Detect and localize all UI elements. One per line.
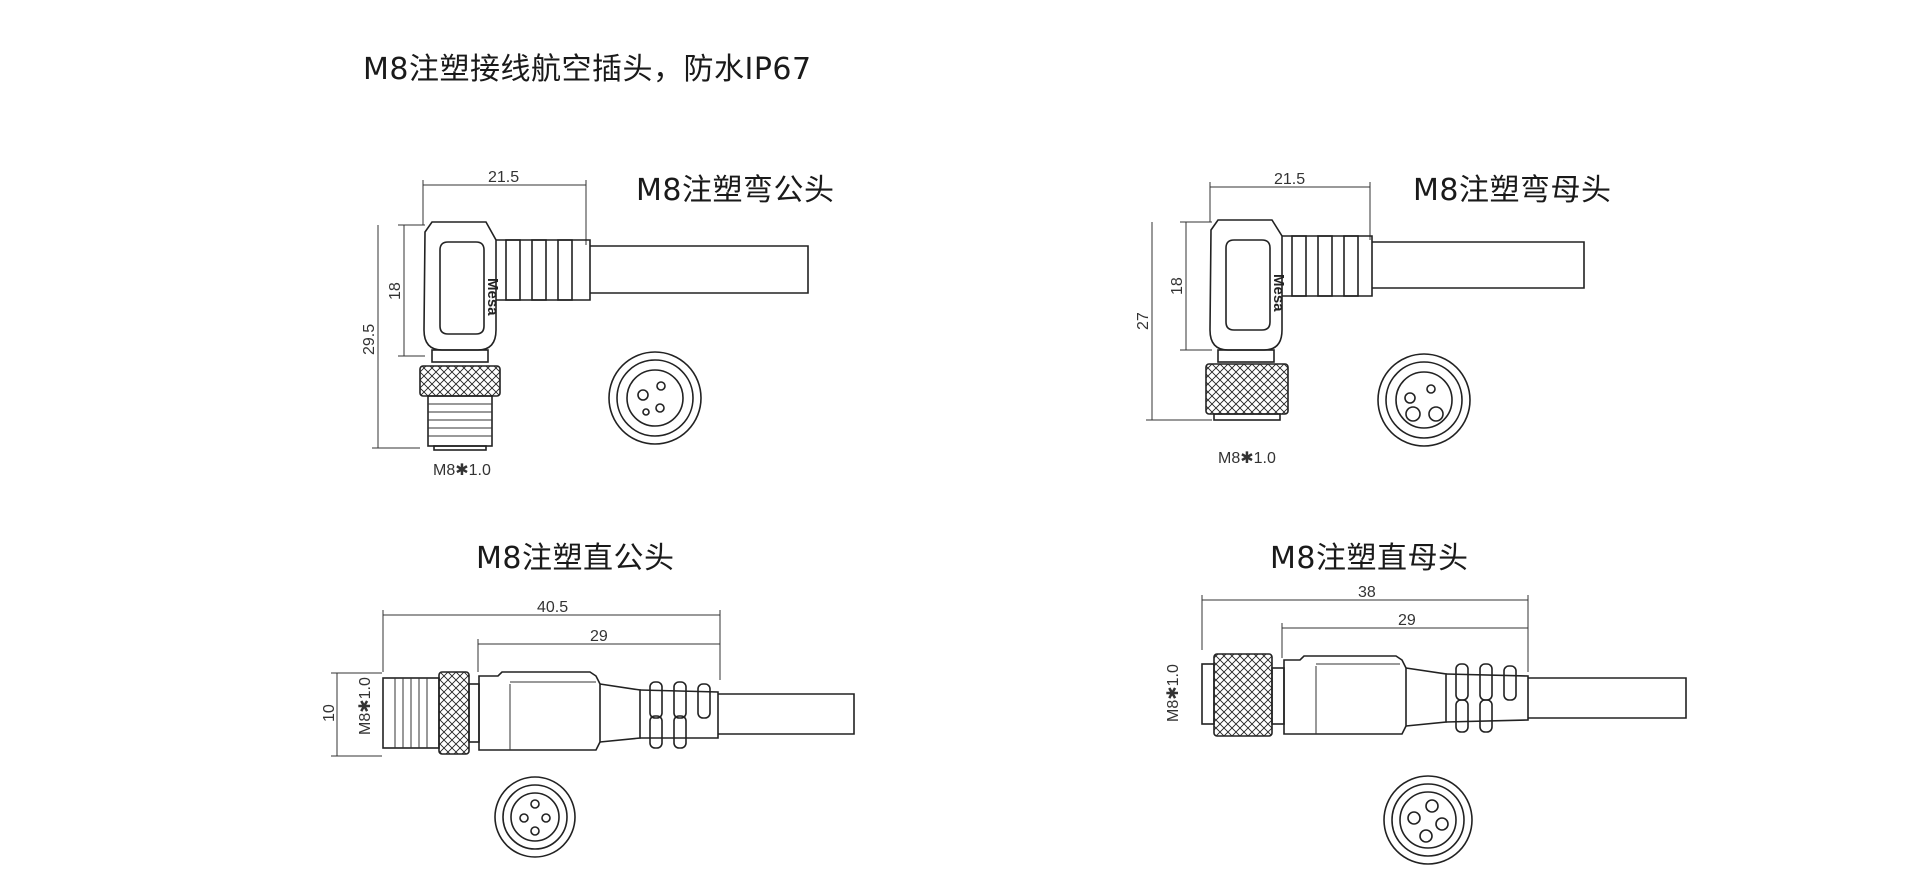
straight-female-drawing: 38 29 M8✱1.0 <box>1165 584 1687 865</box>
straight-male-dim-diameter: 10 <box>321 704 338 722</box>
elbow-female-dim-total: 27 <box>1135 312 1152 330</box>
elbow-male-thread: M8✱1.0 <box>433 462 491 479</box>
straight-male-dim-body: 29 <box>590 628 608 645</box>
elbow-female-thread: M8✱1.0 <box>1218 450 1276 467</box>
elbow-female-logo: Mesa <box>1270 274 1287 312</box>
straight-female-dim-total: 38 <box>1358 584 1376 601</box>
straight-female-dim-body: 29 <box>1398 612 1416 629</box>
straight-male-title: M8注塑直公头 <box>476 541 675 576</box>
elbow-female-dim-width: 21.5 <box>1274 171 1305 188</box>
straight-male-drawing: 40.5 29 10 M8✱1.0 <box>321 599 855 858</box>
elbow-female-drawing: 21.5 18 27 Mesa M8✱1.0 <box>1135 171 1585 467</box>
straight-male-thread: M8✱1.0 <box>357 677 374 735</box>
straight-female-thread: M8✱1.0 <box>1165 664 1182 722</box>
elbow-male-title: M8注塑弯公头 <box>636 173 835 208</box>
elbow-male-dim-width: 21.5 <box>488 169 519 186</box>
elbow-male-dim-total: 29.5 <box>361 324 378 355</box>
straight-female-title: M8注塑直母头 <box>1270 541 1469 576</box>
elbow-male-logo: Mesa <box>484 278 501 316</box>
elbow-female-title: M8注塑弯母头 <box>1413 173 1612 208</box>
elbow-female-dim-inner: 18 <box>1169 277 1186 295</box>
elbow-male-dim-inner: 18 <box>387 282 404 300</box>
page-title: M8注塑接线航空插头，防水IP67 <box>363 52 812 87</box>
elbow-male-drawing: 21.5 18 29.5 Mesa M8✱1.0 <box>361 169 809 479</box>
straight-male-dim-total: 40.5 <box>537 599 568 616</box>
